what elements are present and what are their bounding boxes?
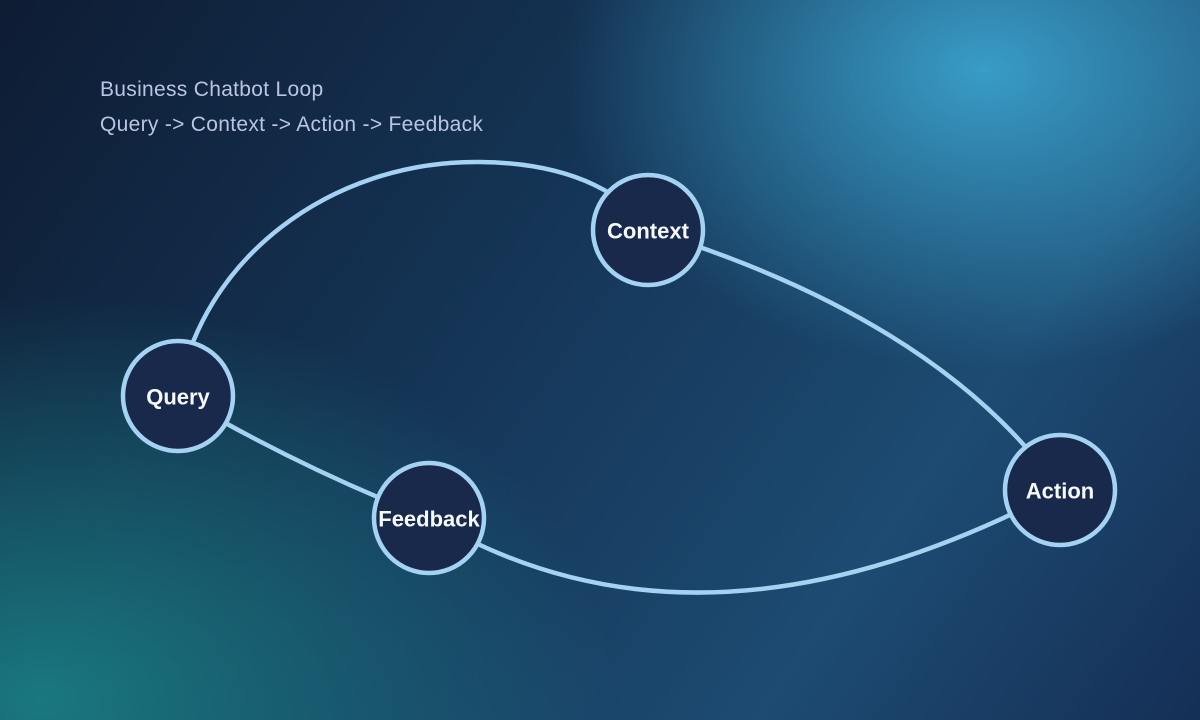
node-context-label: Context — [607, 219, 690, 244]
node-feedback: Feedback — [371, 460, 487, 576]
node-query-circle — [120, 338, 236, 454]
node-feedback-circle — [371, 460, 487, 576]
node-context: Context — [590, 172, 706, 288]
node-action-circle — [1002, 432, 1118, 548]
node-query-label: Query — [146, 385, 210, 410]
node-query: Query — [120, 338, 236, 454]
node-context-circle — [590, 172, 706, 288]
node-feedback-label: Feedback — [378, 507, 480, 532]
node-action: Action — [1002, 432, 1118, 548]
diagram-title: Business Chatbot Loop — [100, 78, 324, 101]
diagram-header: Business Chatbot Loop Query -> Context -… — [100, 72, 483, 142]
edge-context-to-action — [645, 227, 1063, 493]
edge-query-to-context — [175, 159, 651, 399]
node-action-label: Action — [1026, 479, 1094, 504]
edge-action-to-feedback — [426, 487, 1063, 595]
diagram-subtitle: Query -> Context -> Action -> Feedback — [100, 113, 484, 136]
